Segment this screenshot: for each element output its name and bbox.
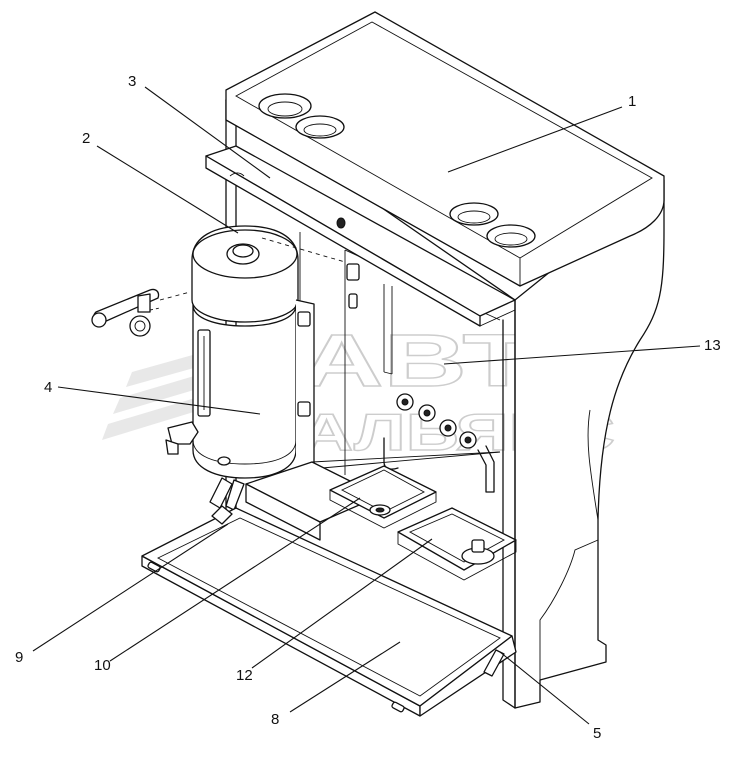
- water-bottle: [165, 225, 315, 511]
- shelf-screw: [336, 217, 346, 229]
- leader-12: [251, 538, 433, 669]
- small-basin: [329, 465, 437, 529]
- valve-nut: [129, 315, 151, 337]
- door-latch-right: [391, 701, 405, 713]
- leader-2: [96, 145, 239, 234]
- exploded-valve-handle: [91, 237, 346, 337]
- leader-3: [144, 86, 271, 179]
- leader-1: [447, 106, 623, 173]
- knob-row: [396, 393, 477, 449]
- tray-cup-well: [486, 224, 536, 248]
- callout-8: 8: [271, 711, 279, 728]
- leader-13: [443, 345, 701, 365]
- callout-1: 1: [628, 93, 636, 110]
- callout-2: 2: [82, 130, 90, 147]
- callout-5: 5: [593, 725, 601, 742]
- callout-labels: 1 2 3 4 5 8 9 10 12 13: [15, 73, 721, 742]
- leader-10: [109, 497, 361, 662]
- large-basin: [397, 507, 517, 581]
- door-hinge: [211, 505, 233, 525]
- front-shelf: [205, 145, 516, 327]
- leader-lines: [32, 86, 701, 725]
- tray-cup-well: [449, 202, 499, 226]
- callout-12: 12: [236, 667, 253, 684]
- lower-compartment: [245, 451, 517, 581]
- callout-10: 10: [94, 657, 111, 674]
- leader-9: [32, 523, 229, 652]
- drop-down-door: [141, 505, 517, 717]
- panel-switch: [346, 263, 360, 281]
- callout-3: 3: [128, 73, 136, 90]
- tray-cup-well: [295, 115, 345, 139]
- callout-13: 13: [704, 337, 721, 354]
- callout-4: 4: [44, 379, 52, 396]
- valve-panel: [346, 263, 495, 493]
- door-hinge: [483, 649, 505, 677]
- callout-9: 9: [15, 649, 23, 666]
- leader-5: [499, 651, 590, 725]
- tray-cup-well: [258, 93, 312, 119]
- leader-4: [57, 386, 261, 415]
- top-tray: [225, 11, 665, 287]
- leader-8: [289, 641, 401, 713]
- door-latch-left: [147, 561, 161, 573]
